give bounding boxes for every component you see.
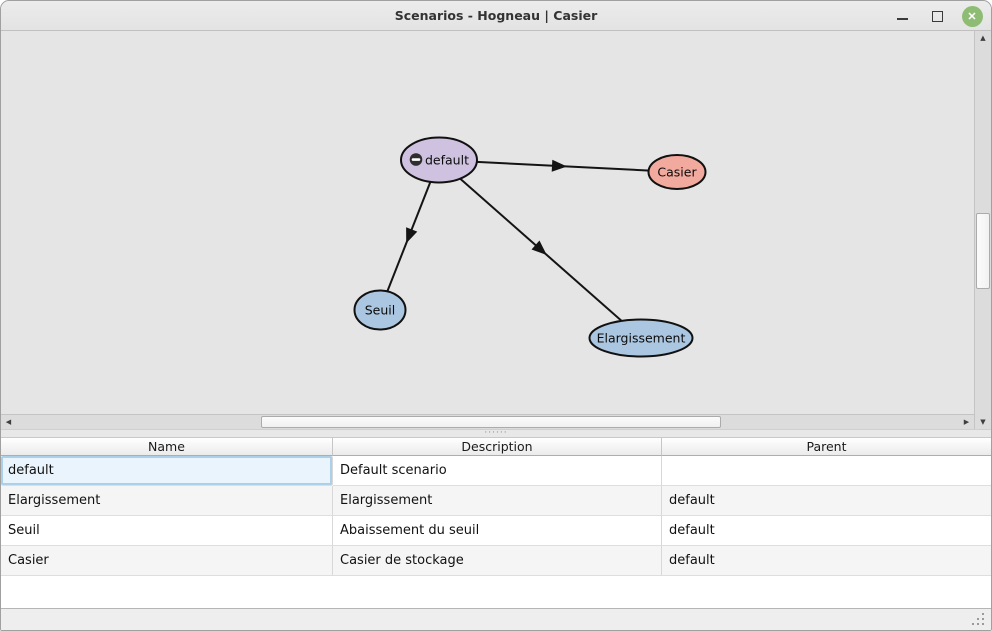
- node-label: Casier: [657, 165, 697, 180]
- scroll-right-icon[interactable]: ▶: [963, 418, 970, 426]
- column-header-parent[interactable]: Parent: [662, 437, 991, 456]
- maximize-button[interactable]: [926, 5, 948, 27]
- cell-description[interactable]: Casier de stockage: [333, 546, 662, 576]
- close-button[interactable]: ✕: [961, 5, 983, 27]
- table-row: Casier Casier de stockage default: [1, 546, 991, 576]
- minimize-button[interactable]: [891, 5, 913, 27]
- cell-parent[interactable]: default: [662, 516, 991, 546]
- column-header-name[interactable]: Name: [1, 437, 333, 456]
- horizontal-scroll-thumb[interactable]: [261, 416, 721, 428]
- vertical-scroll-track[interactable]: [975, 45, 991, 415]
- node-ellipse: [400, 136, 478, 184]
- table-row: Elargissement Elargissement default: [1, 486, 991, 516]
- node-label: Elargissement: [597, 331, 686, 346]
- cell-parent[interactable]: [662, 456, 991, 486]
- minimize-icon: [896, 12, 908, 20]
- node-ellipse: [588, 318, 694, 358]
- arrowhead-icon: [531, 240, 547, 255]
- minus-circle-icon: [409, 153, 423, 166]
- cell-parent[interactable]: default: [662, 486, 991, 516]
- scroll-down-icon[interactable]: ▼: [980, 418, 986, 426]
- edge-arrowheads: [406, 159, 567, 255]
- maximize-icon: [931, 10, 943, 22]
- graph-node-default[interactable]: default: [400, 136, 478, 184]
- scroll-up-icon[interactable]: ▲: [980, 34, 986, 42]
- graph-pane: default Casier Seuil Elargissement: [1, 31, 991, 429]
- node-label: default: [425, 153, 469, 168]
- node-ellipse: [647, 154, 707, 190]
- graph-node-elargissement[interactable]: Elargissement: [588, 318, 694, 358]
- window-title: Scenarios - Hogneau | Casier: [394, 8, 598, 23]
- cell-name[interactable]: Casier: [1, 546, 333, 576]
- splitter-dots-icon: ······: [484, 428, 508, 438]
- resize-grip[interactable]: [969, 613, 985, 626]
- cell-description[interactable]: Default scenario: [333, 456, 662, 486]
- scroll-left-icon[interactable]: ◀: [5, 418, 12, 426]
- node-label: Seuil: [365, 303, 396, 318]
- scenario-table: Name Description Parent default Default …: [1, 437, 991, 576]
- horizontal-scroll-track[interactable]: [16, 415, 959, 429]
- titlebar[interactable]: Scenarios - Hogneau | Casier ✕: [1, 1, 991, 31]
- table-row: Seuil Abaissement du seuil default: [1, 516, 991, 546]
- cell-name[interactable]: Elargissement: [1, 486, 333, 516]
- cell-parent[interactable]: default: [662, 546, 991, 576]
- table-row: default Default scenario: [1, 456, 991, 486]
- cell-name-selected[interactable]: default: [1, 456, 333, 486]
- status-bar: [1, 608, 991, 630]
- graph-node-seuil[interactable]: Seuil: [353, 289, 407, 331]
- window-controls: ✕: [891, 1, 983, 31]
- window-content: default Casier Seuil Elargissement: [1, 31, 991, 630]
- cell-name[interactable]: Seuil: [1, 516, 333, 546]
- arrowhead-icon: [551, 159, 567, 172]
- graph-edges: [379, 159, 678, 339]
- close-icon: ✕: [961, 5, 983, 27]
- column-header-description[interactable]: Description: [333, 437, 662, 456]
- cell-description[interactable]: Elargissement: [333, 486, 662, 516]
- table-header-row: Name Description Parent: [1, 437, 991, 456]
- scenario-graph[interactable]: default Casier Seuil Elargissement: [1, 31, 974, 414]
- graph-node-casier[interactable]: Casier: [647, 154, 707, 190]
- horizontal-scrollbar[interactable]: ◀ ▶: [1, 414, 974, 429]
- splitter-handle[interactable]: ······: [1, 428, 991, 438]
- vertical-scrollbar[interactable]: ▲ ▼: [974, 31, 991, 429]
- table-empty-area: [1, 576, 991, 608]
- node-ellipse: [353, 289, 407, 331]
- vertical-scroll-thumb[interactable]: [976, 213, 990, 289]
- cell-description[interactable]: Abaissement du seuil: [333, 516, 662, 546]
- arrowhead-icon: [406, 227, 418, 244]
